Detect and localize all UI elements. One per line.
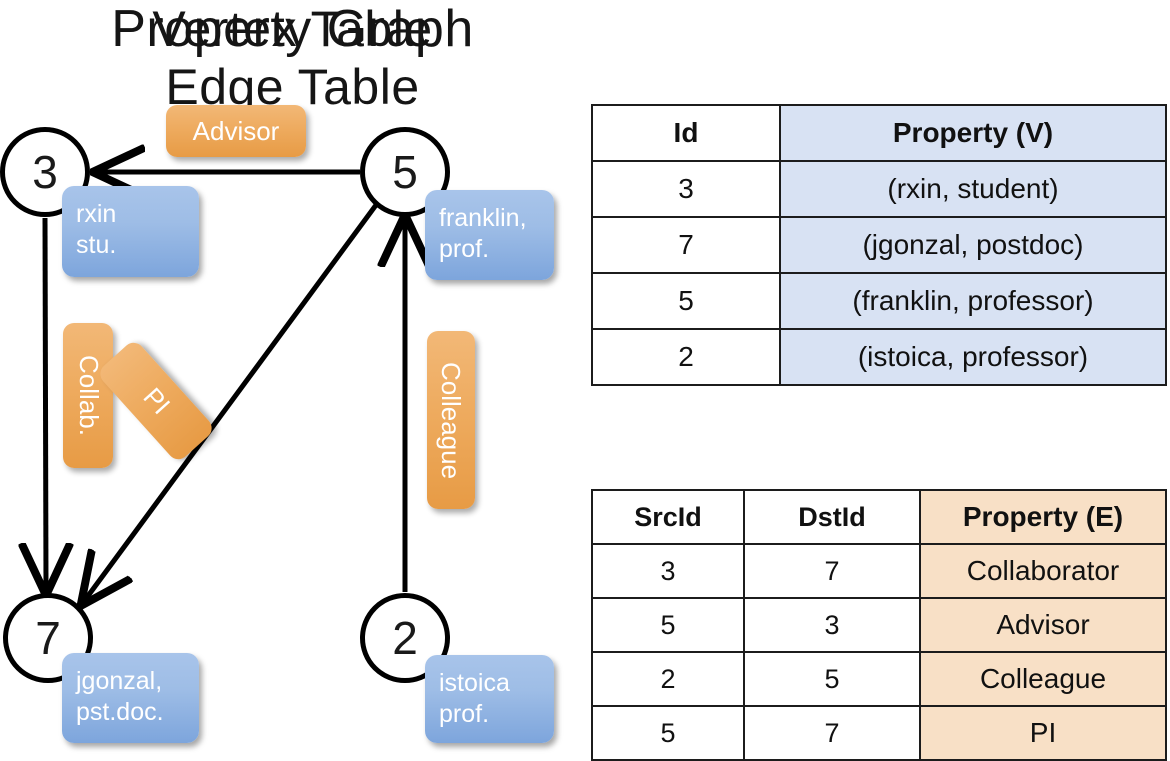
- vertex-property-box-3: rxin stu.: [62, 186, 199, 277]
- table-row: 5 (franklin, professor): [591, 272, 1167, 330]
- vertex-property-box-2: istoica prof.: [425, 655, 554, 743]
- edge-row-1-src: 5: [591, 597, 745, 653]
- edge-table-header-row: SrcId DstId Property (E): [591, 489, 1167, 545]
- vertex-property-box-3-line1: rxin: [76, 200, 117, 228]
- vertex-property-box-7-line1: jgonzal,: [76, 667, 163, 695]
- graph-node-3-label: 3: [32, 146, 58, 198]
- table-row: 5 3 Advisor: [591, 597, 1167, 653]
- vertex-property-box-7-line2: pst.doc.: [76, 698, 164, 726]
- edge-label-box-colleague: Colleague: [427, 331, 475, 509]
- edge-label-box-collab: Collab.: [63, 323, 113, 468]
- vertex-property-box-7: jgonzal, pst.doc.: [62, 653, 199, 743]
- edge-row-2-src: 2: [591, 651, 745, 707]
- edge-row-0-src: 3: [591, 543, 745, 599]
- edge-label-advisor: Advisor: [192, 115, 280, 146]
- graph-node-7-label: 7: [35, 612, 61, 664]
- vertex-table: Id Property (V) 3 (rxin, student) 7 (jgo…: [591, 104, 1167, 386]
- edge-row-0-dst: 7: [743, 543, 921, 599]
- edge-row-3-src: 5: [591, 705, 745, 761]
- edge-row-3-dst: 7: [743, 705, 921, 761]
- edge-row-1-property: Advisor: [919, 597, 1167, 653]
- table-row: 5 7 PI: [591, 705, 1167, 761]
- edge-5-to-7: [85, 203, 379, 600]
- edge-3-to-7: [45, 217, 46, 588]
- graph-node-2[interactable]: 2: [360, 593, 450, 683]
- vertex-property-box-5-line1: franklin,: [439, 204, 527, 232]
- vertex-row-0-id: 3: [591, 160, 781, 218]
- vertex-table-header-row: Id Property (V): [591, 104, 1167, 162]
- property-graph-panel: Property Graph 3 5 7 2 rxin stu. frankli…: [0, 0, 585, 760]
- graph-node-5-label: 5: [392, 146, 418, 198]
- edge-row-0-property: Collaborator: [919, 543, 1167, 599]
- vertex-row-2-property: (franklin, professor): [779, 272, 1167, 330]
- vertex-property-box-5-line2: prof.: [439, 235, 490, 263]
- vertex-property-box-2-line1: istoica: [439, 669, 510, 697]
- edge-table-header-srcid: SrcId: [591, 489, 745, 545]
- edge-row-3-property: PI: [919, 705, 1167, 761]
- edge-row-2-property: Colleague: [919, 651, 1167, 707]
- vertex-row-0-property: (rxin, student): [779, 160, 1167, 218]
- edge-table-header-dstid: DstId: [743, 489, 921, 545]
- edge-label-colleague: Colleague: [436, 361, 467, 479]
- vertex-row-3-id: 2: [591, 328, 781, 386]
- vertex-row-1-property: (jgonzal, postdoc): [779, 216, 1167, 274]
- table-row: 3 7 Collaborator: [591, 543, 1167, 599]
- edge-table-header-property: Property (E): [919, 489, 1167, 545]
- vertex-row-2-id: 5: [591, 272, 781, 330]
- graph-title: Property Graph: [111, 0, 474, 58]
- table-row: 3 (rxin, student): [591, 160, 1167, 218]
- edge-row-1-dst: 3: [743, 597, 921, 653]
- vertex-table-title: Vertex Table: [152, 1, 433, 57]
- edge-table: SrcId DstId Property (E) 3 7 Collaborato…: [591, 489, 1167, 761]
- edge-label-box-advisor: Advisor: [166, 105, 306, 157]
- edge-label-collab: Collab.: [73, 355, 104, 436]
- vertex-property-box-2-line2: prof.: [439, 700, 490, 728]
- vertex-property-box-3-line2: stu.: [76, 231, 117, 259]
- vertex-table-header-id: Id: [591, 104, 781, 162]
- edge-label-pi: PI: [136, 381, 176, 420]
- table-row: 7 (jgonzal, postdoc): [591, 216, 1167, 274]
- vertex-row-3-property: (istoica, professor): [779, 328, 1167, 386]
- vertex-table-header-property: Property (V): [779, 104, 1167, 162]
- table-row: 2 5 Colleague: [591, 651, 1167, 707]
- graph-node-2-label: 2: [392, 612, 418, 664]
- vertex-row-1-id: 7: [591, 216, 781, 274]
- graph-edges-svg: [0, 0, 585, 760]
- edge-row-2-dst: 5: [743, 651, 921, 707]
- vertex-property-box-5: franklin, prof.: [425, 190, 554, 280]
- table-row: 2 (istoica, professor): [591, 328, 1167, 386]
